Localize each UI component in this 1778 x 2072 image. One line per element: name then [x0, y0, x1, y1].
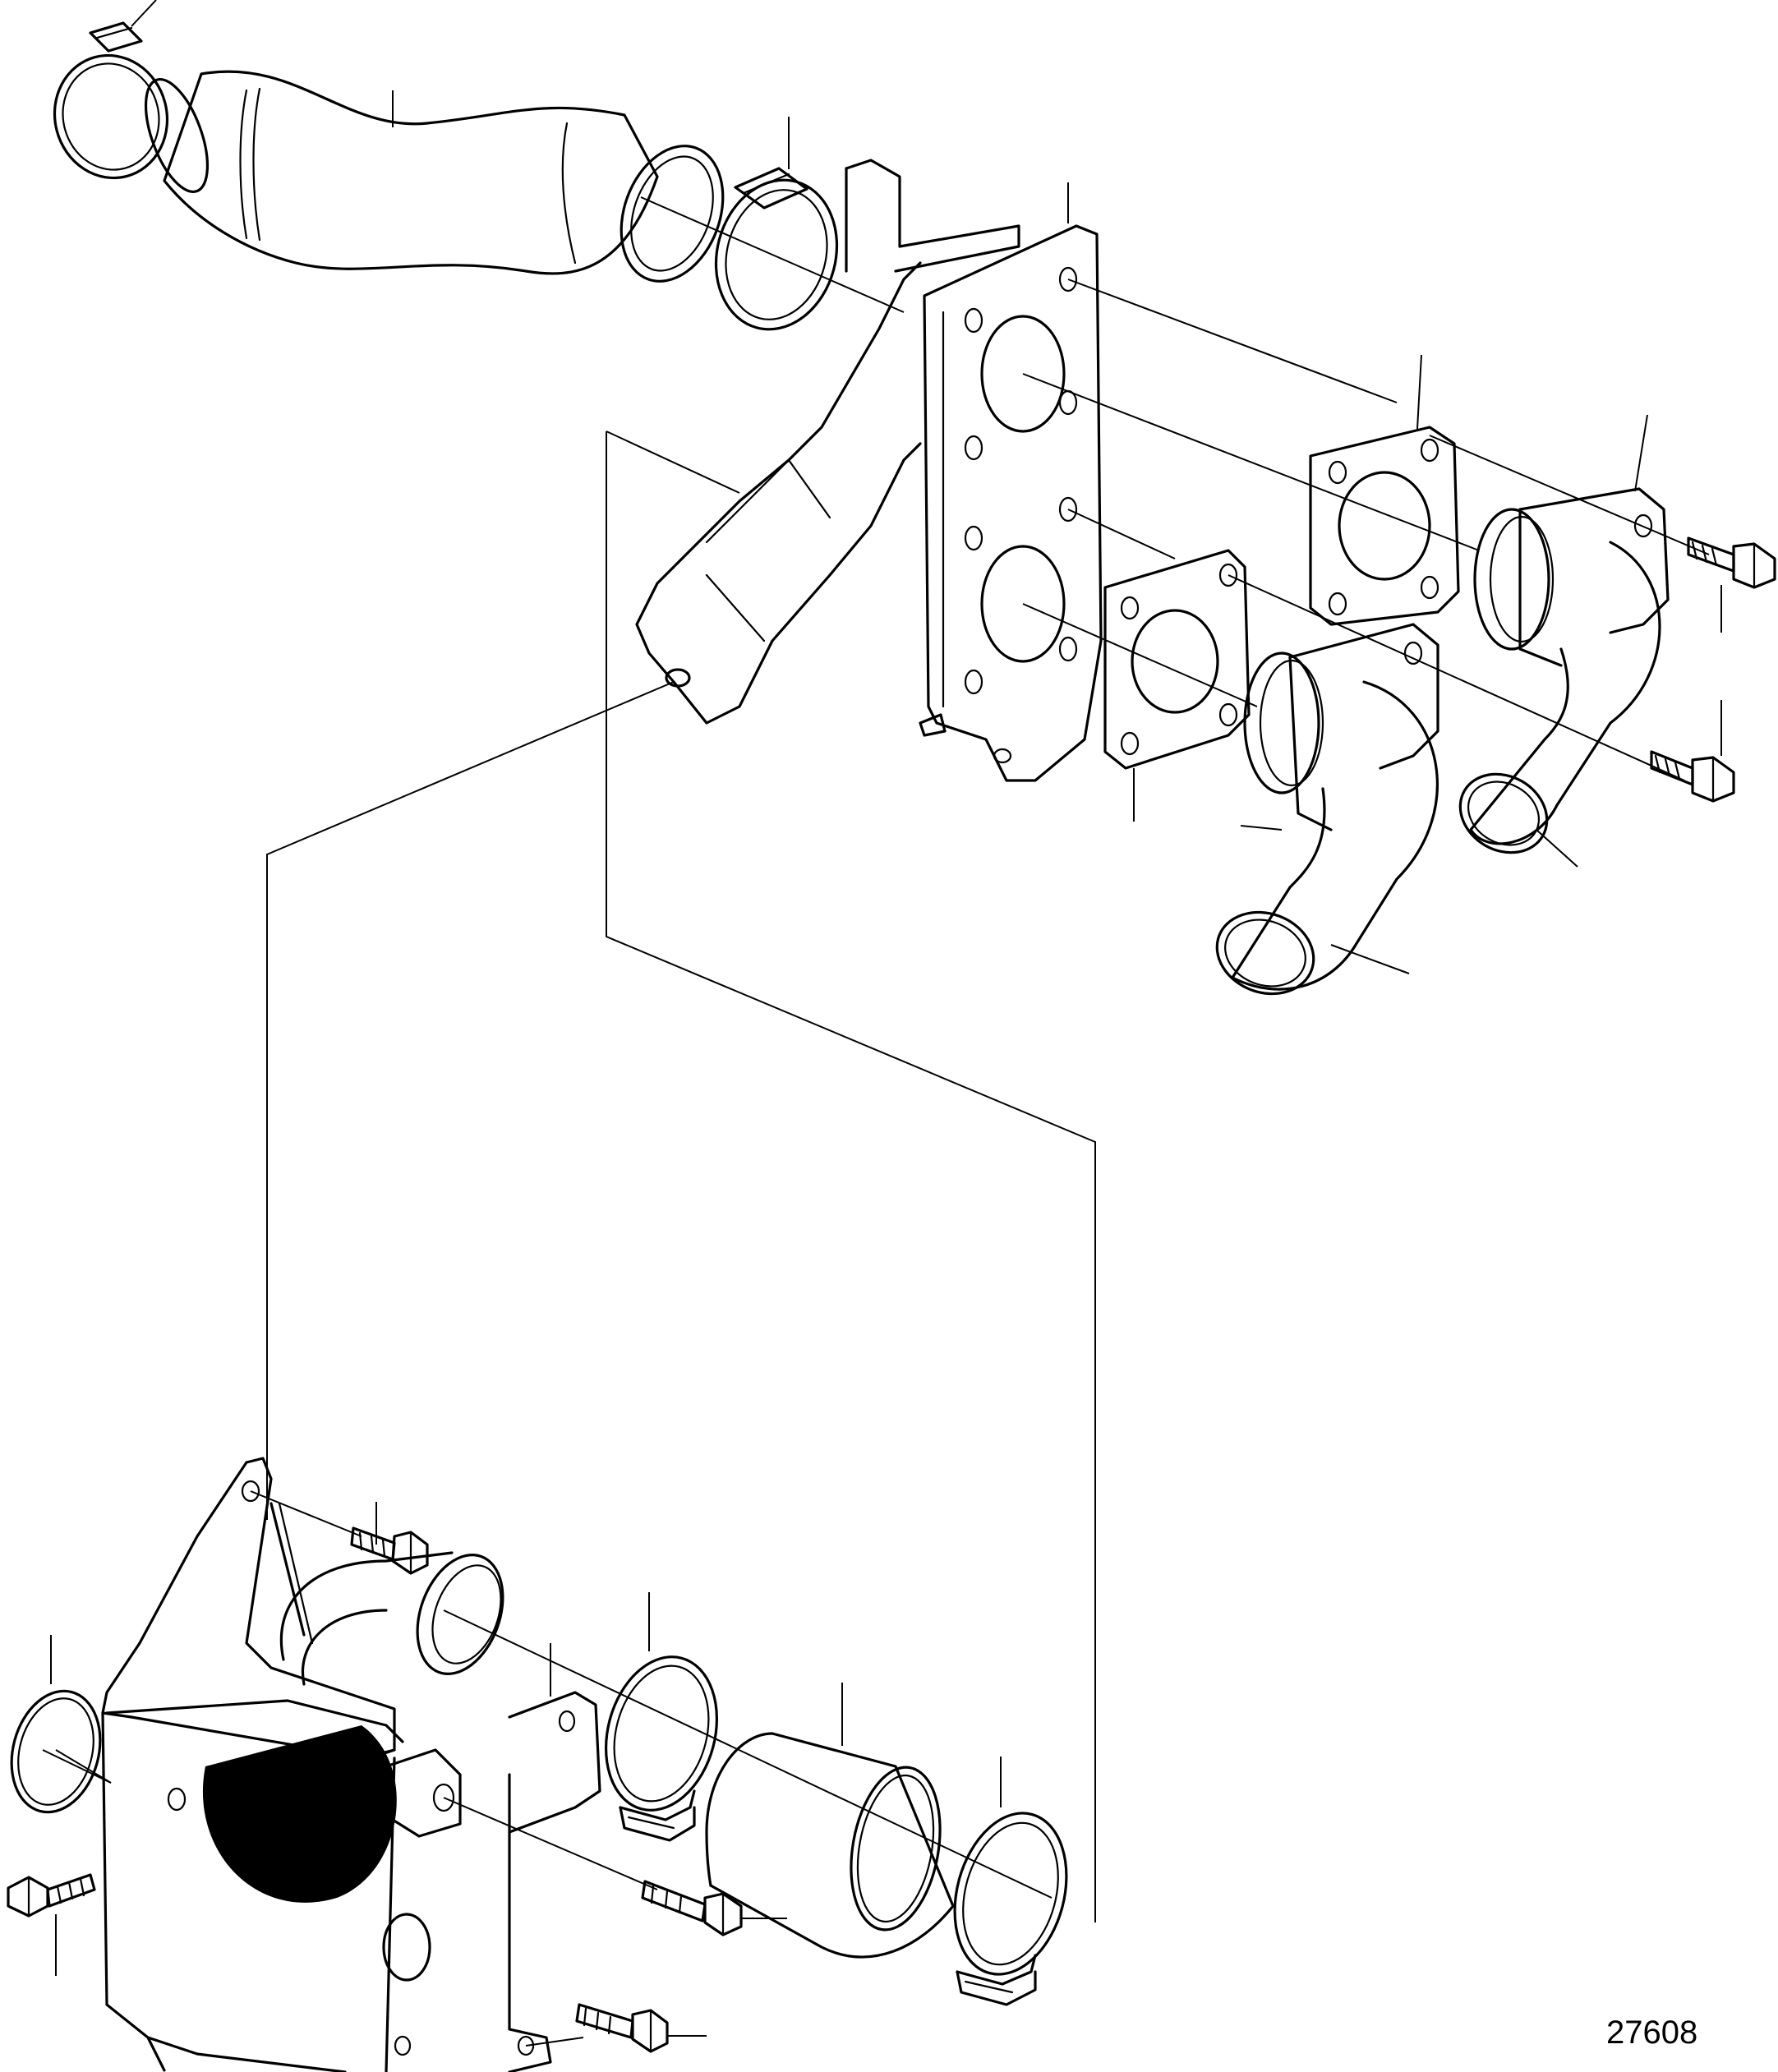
assembly-axis [443, 1609, 1053, 1899]
mounting-bracket-lower [508, 1691, 601, 1834]
gasket-upper [1309, 426, 1460, 626]
bolt-left [7, 1873, 96, 1918]
hose-clamp-top-left [53, 21, 169, 180]
leader-line [42, 1749, 112, 1784]
straight-hose-lower [705, 1732, 955, 1959]
assembly-axis [1022, 373, 1480, 551]
assembly-axis [525, 2037, 584, 2047]
leader-line [1240, 825, 1283, 831]
assembly-axis [1228, 574, 1685, 781]
adapter-plate [919, 224, 1103, 782]
assembly-axis [443, 1797, 658, 1890]
leader-line [1330, 944, 1410, 974]
elbow-pipe-upper [1458, 487, 1670, 854]
thermostat-housing [101, 1457, 552, 2072]
elbow-pipe-lower [1215, 623, 1439, 996]
gasket-lower [1103, 549, 1251, 770]
assembly-axis [1429, 435, 1710, 555]
leader-line [131, 0, 157, 27]
bolt-housing-middle [641, 1880, 743, 1936]
curved-hose-top [144, 70, 725, 283]
figure-number: 27608 [1606, 2014, 1698, 2051]
assembly-axis [640, 196, 905, 313]
assembly-axis [1067, 279, 1398, 403]
hose-clamp-middle [714, 167, 839, 331]
assembly-axis [250, 1490, 362, 1537]
housing-outlet-elbow [279, 1551, 504, 1686]
assembly-axis [1067, 509, 1176, 559]
bolt-housing-top [350, 1526, 429, 1575]
sealing-ring [10, 1689, 102, 1814]
bolt-housing-bottom [575, 2003, 669, 2053]
leader-line [1634, 414, 1648, 492]
connection-line [266, 681, 675, 1520]
connection-line [606, 431, 740, 494]
bolt-upper-right [1687, 536, 1776, 589]
hose-clamp-lower-2 [953, 1812, 1068, 2006]
mounting-bracket [635, 159, 1020, 725]
assembly-axis [1022, 603, 1258, 707]
housing-boss [385, 1748, 462, 1838]
leader-line [55, 1749, 112, 1784]
leader-line [1416, 354, 1422, 430]
leader-line [1536, 829, 1578, 868]
connection-line [606, 431, 1096, 1922]
bolt-lower-right [1650, 750, 1735, 803]
hose-clamp-lower-1 [604, 1655, 719, 1842]
